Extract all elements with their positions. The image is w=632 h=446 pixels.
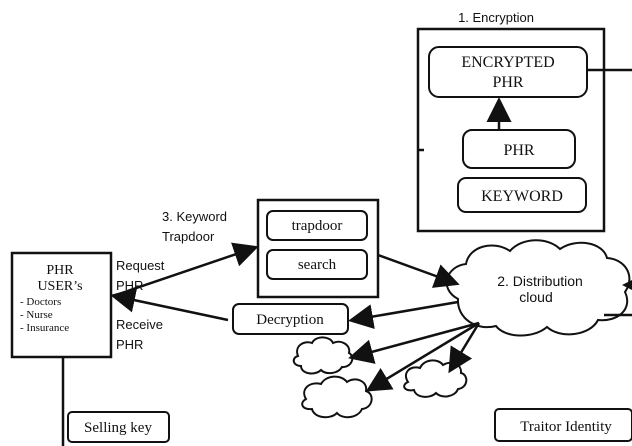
phr-label: PHR (503, 142, 534, 159)
cloud-to-small-cloud-3-arrow (365, 321, 480, 392)
encrypted-phr-label-line2: PHR (492, 74, 523, 91)
receive-phr-arrow (110, 287, 229, 322)
receive-phr-line1: Receive (116, 317, 163, 332)
small-cloud-icon-3 (301, 375, 373, 419)
distribution-cloud-icon (445, 239, 631, 337)
traitor-identity-label: Traitor Identity (520, 419, 612, 435)
phr-user-insurance: - Insurance (20, 322, 69, 334)
keyword-box (457, 177, 587, 213)
distribution-cloud-line2: cloud (519, 289, 552, 305)
encryption-group: 1. Encryption ENCRYPTED PHR PHR KEYWORD (416, 10, 632, 233)
small-cloud-icon-1 (292, 336, 354, 375)
traitor-identity-box (494, 408, 632, 442)
phr-user-line2: USER’s (37, 279, 82, 294)
phr-user-line1: PHR (46, 263, 74, 278)
phr-user-doctors: - Doctors (20, 296, 61, 308)
cloud-to-decryption-arrow (348, 300, 459, 329)
small-cloud-icon-2 (403, 359, 468, 398)
search-box (266, 249, 368, 280)
encrypted-phr-label-line1: ENCRYPTED (461, 54, 554, 71)
decryption-box (232, 303, 349, 335)
keyword-label: KEYWORD (481, 188, 563, 205)
encryption-title: 1. Encryption (458, 10, 534, 25)
phr-box (462, 129, 576, 169)
receive-phr-line2: PHR (116, 337, 143, 352)
decryption-label: Decryption (256, 312, 324, 328)
request-phr-line1: Request (116, 258, 165, 273)
phr-user-group: PHR USER’s - Doctors - Nurse - Insurance (10, 251, 113, 446)
phr-user-nurse: - Nurse (20, 309, 53, 321)
selling-key-label: Selling key (84, 420, 152, 436)
search-label: search (298, 257, 337, 273)
cloud-to-small-cloud-2-arrow (448, 322, 481, 374)
trapdoor-group: 3. Keyword Trapdoor trapdoor search (162, 198, 380, 299)
search-to-cloud-arrow (377, 253, 460, 288)
distribution-cloud-line1: 2. Distribution (497, 273, 583, 289)
trapdoor-label: trapdoor (292, 218, 343, 234)
trapdoor-title-line1: 3. Keyword (162, 209, 227, 224)
selling-key-box (67, 411, 170, 443)
cloud-to-small-cloud-1-arrow (348, 321, 480, 364)
trapdoor-title-line2: Trapdoor (162, 229, 215, 244)
trapdoor-box (266, 210, 368, 241)
